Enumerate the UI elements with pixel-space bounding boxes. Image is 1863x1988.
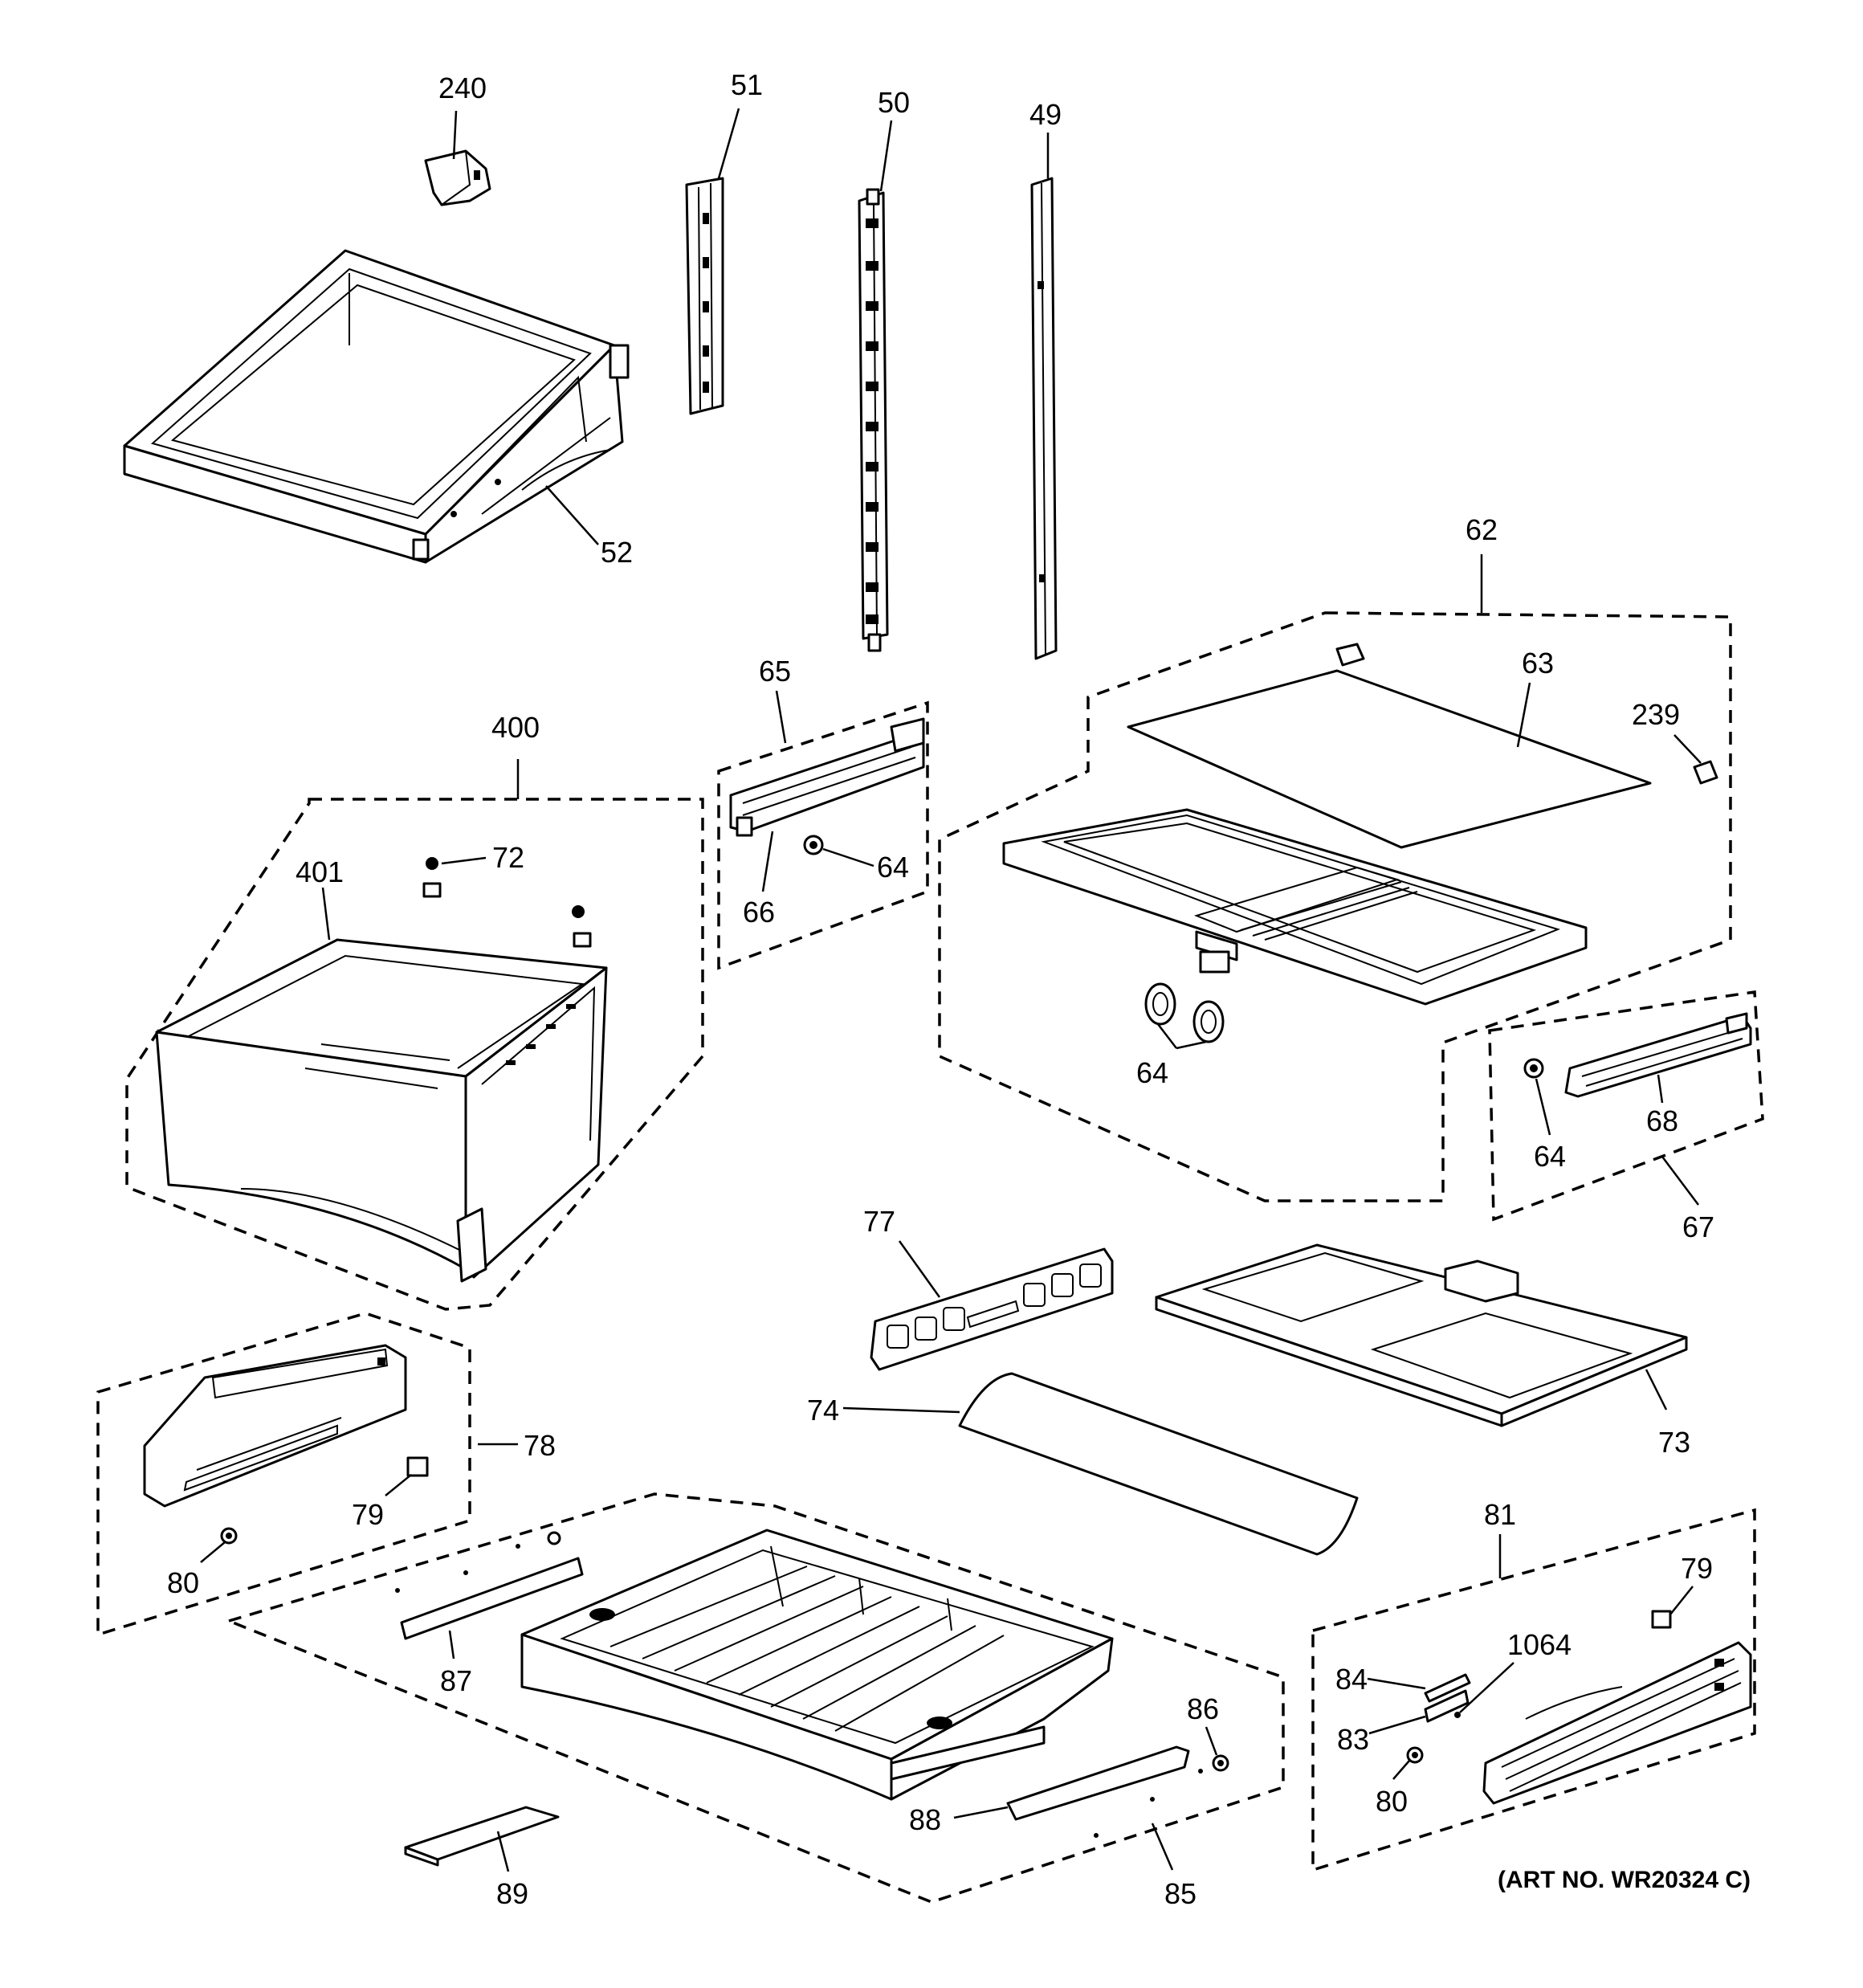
part-62-shelf-frame: [1002, 808, 1588, 1006]
part-77-panel: [870, 1247, 1114, 1371]
part-64-wheel-pair: [1144, 982, 1225, 1043]
callout-66: 66: [743, 896, 775, 929]
callout-72: 72: [492, 841, 524, 874]
assembly-boundary-65: [717, 700, 929, 970]
callout-86: 86: [1187, 1692, 1219, 1725]
part-49-rail: [1030, 177, 1058, 660]
callout-64-top: 64: [877, 851, 909, 884]
callout-50: 50: [878, 86, 910, 119]
callout-240: 240: [438, 71, 487, 104]
callout-79-right: 79: [1681, 1552, 1713, 1585]
callout-85: 85: [1164, 1877, 1196, 1910]
assembly-boundary-85: [224, 1492, 1285, 1904]
callout-80-right: 80: [1376, 1785, 1408, 1818]
assembly-boundary-67: [1488, 990, 1764, 1222]
callout-400: 400: [491, 711, 540, 744]
part-79-clip: [406, 1456, 429, 1477]
part-86-screw: [1212, 1754, 1229, 1772]
callout-49: 49: [1029, 98, 1062, 131]
callout-79-left: 79: [352, 1498, 384, 1531]
callout-74: 74: [807, 1394, 839, 1427]
part-87-bracket: [395, 1531, 584, 1640]
part-81-drawer-slide: [1482, 1641, 1752, 1805]
callout-88: 88: [909, 1803, 941, 1836]
assembly-boundary-81: [1311, 1508, 1756, 1872]
callout-78: 78: [524, 1429, 556, 1462]
part-240-cap: [424, 149, 491, 206]
part-80-screw: [220, 1527, 238, 1545]
part-401-crisper-drawer: [155, 938, 608, 1283]
part-88-bracket: [1006, 1745, 1203, 1838]
callout-51: 51: [731, 68, 763, 101]
callout-65: 65: [759, 655, 791, 688]
part-80-screw-right: [1406, 1746, 1424, 1764]
part-50-rail: [858, 188, 889, 652]
leader-lines: [200, 108, 1702, 1872]
part-64-wheel: [803, 835, 824, 855]
part-66-slide-rail: [729, 717, 925, 837]
callout-87: 87: [440, 1664, 472, 1697]
callout-64-right: 64: [1534, 1140, 1566, 1173]
callout-401: 401: [296, 855, 344, 888]
callout-89: 89: [496, 1877, 528, 1910]
callout-68: 68: [1646, 1104, 1678, 1137]
part-63-glass-panel: [1127, 669, 1652, 849]
part-1064-screw: [1454, 1712, 1461, 1718]
part-68-slide-rail: [1564, 1012, 1752, 1098]
part-72-clip: [422, 857, 592, 948]
art-number: (ART NO. WR20324 C): [1498, 1867, 1751, 1893]
callout-80-left: 80: [167, 1566, 199, 1599]
part-84-bracket: [1424, 1673, 1471, 1703]
assembly-boundary-62: [938, 611, 1732, 1202]
part-52-shelf-frame: [123, 249, 630, 564]
part-51-rail: [685, 177, 724, 415]
part-83-bracket: [1424, 1689, 1470, 1723]
part-89-plate: [404, 1806, 560, 1867]
part-64-wheel-small: [1523, 1058, 1544, 1079]
part-74-cover: [958, 1372, 1359, 1556]
callout-1064: 1064: [1507, 1628, 1572, 1661]
callout-81: 81: [1484, 1498, 1516, 1531]
callout-83: 83: [1337, 1723, 1369, 1756]
part-239-clip: [1335, 643, 1718, 785]
callout-239: 239: [1632, 698, 1680, 731]
callout-73: 73: [1658, 1426, 1690, 1459]
callout-labels: 240 51 50 49 52 62 63 239 65 64 66 400 4…: [167, 68, 1714, 1910]
callout-77: 77: [863, 1205, 895, 1238]
part-85-freezer-drawer: [520, 1529, 1114, 1801]
callout-84: 84: [1335, 1663, 1368, 1696]
callout-67: 67: [1682, 1210, 1714, 1243]
callout-62: 62: [1466, 513, 1498, 546]
callout-64-mid: 64: [1136, 1056, 1168, 1089]
callout-63: 63: [1522, 647, 1554, 680]
assembly-boundary-400: [125, 798, 704, 1311]
callout-52: 52: [601, 536, 633, 569]
part-79-clip-right: [1651, 1610, 1672, 1629]
part-78-drawer-slide: [143, 1344, 407, 1508]
part-73-shelf: [1155, 1243, 1688, 1427]
